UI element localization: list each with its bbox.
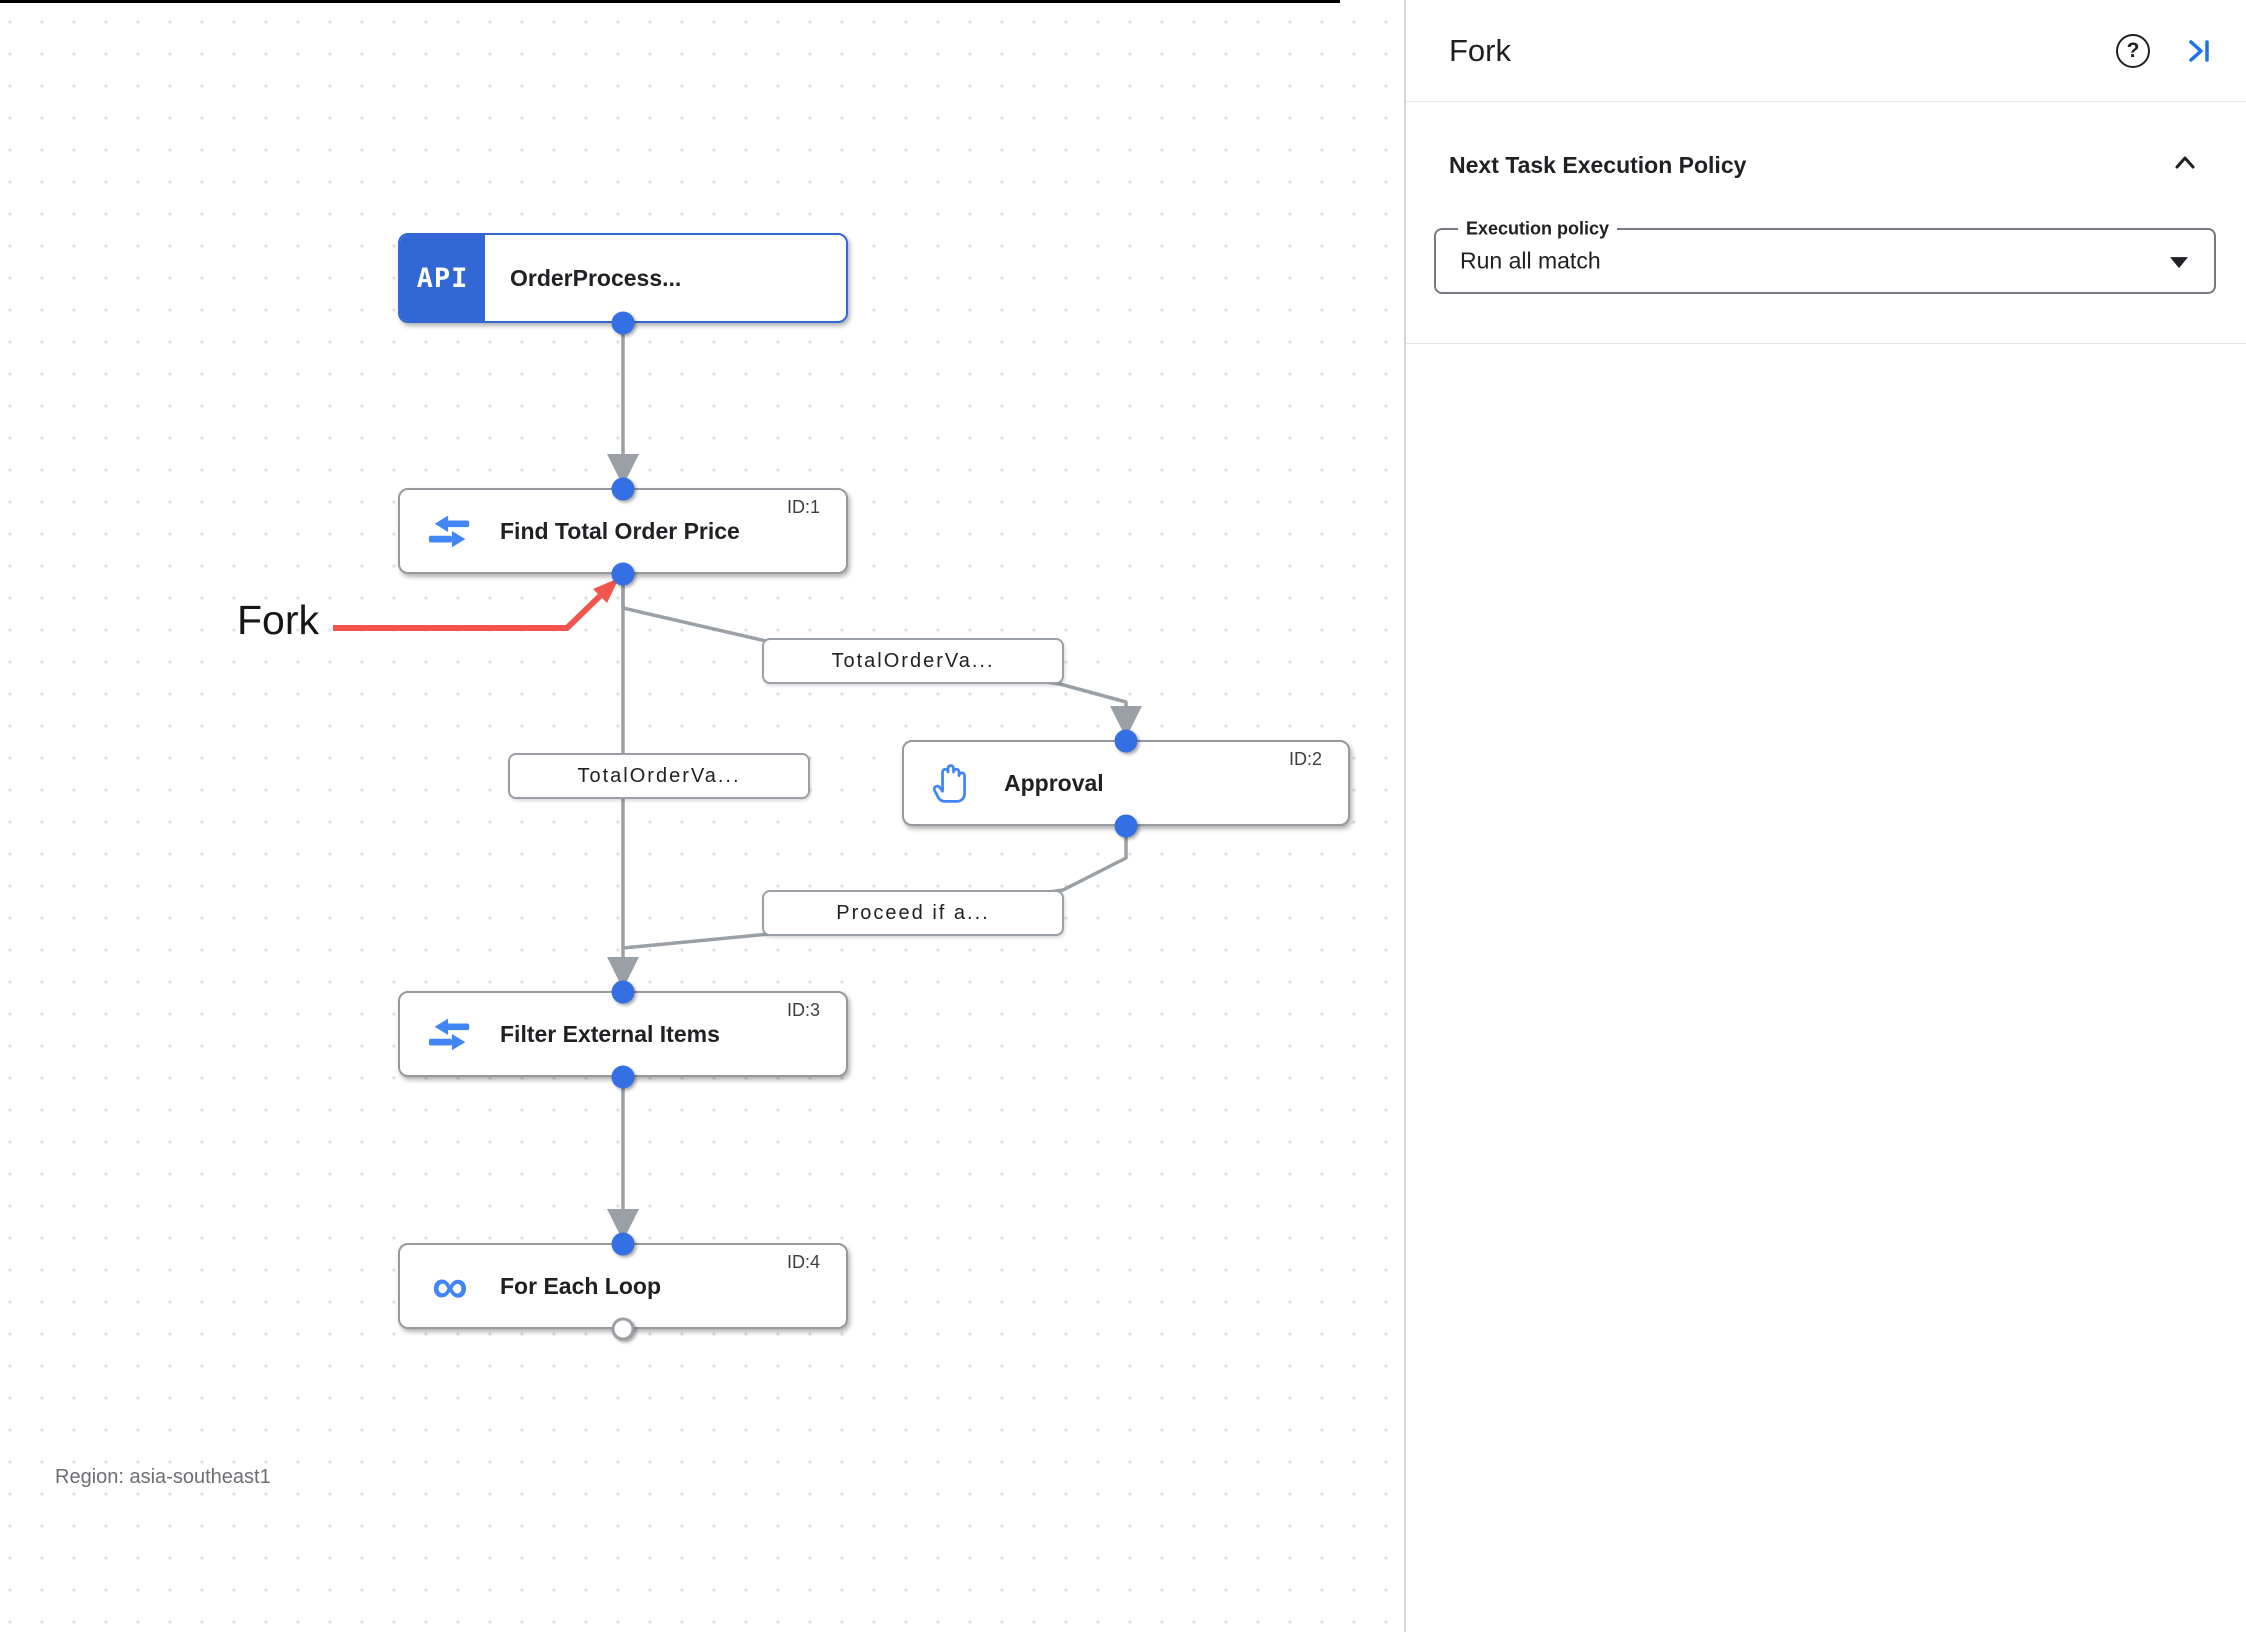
dropdown-caret-icon — [2170, 257, 2188, 269]
fork-annotation-arrowhead — [593, 578, 619, 603]
node-id-badge: ID:2 — [1288, 749, 1322, 769]
workflow-canvas[interactable]: API OrderProcess... Find Total Order Pri… — [0, 0, 1404, 1632]
connection-point[interactable] — [1114, 729, 1138, 753]
connection-point[interactable] — [611, 980, 635, 1004]
help-icon[interactable]: ? — [2116, 33, 2150, 68]
connection-point[interactable] — [611, 477, 635, 501]
node-approval[interactable]: Approval ID:2 — [902, 740, 1350, 826]
approval-hand-icon — [930, 759, 978, 807]
connection-point[interactable] — [1114, 814, 1138, 838]
panel-header: Fork ? — [1406, 0, 2246, 102]
data-mapping-icon — [426, 507, 474, 555]
node-for-each-loop[interactable]: ∞ For Each Loop ID:4 — [398, 1243, 848, 1329]
arrowhead — [607, 957, 639, 989]
node-find-total-order-price[interactable]: Find Total Order Price ID:1 — [398, 488, 848, 574]
node-title: For Each Loop — [500, 1272, 661, 1299]
execution-policy-label: Execution policy — [1458, 218, 1618, 240]
canvas-top-border — [0, 0, 1340, 3]
section-heading: Next Task Execution Policy — [1449, 152, 1747, 178]
panel-title: Fork — [1449, 32, 1511, 68]
node-title: Approval — [1004, 769, 1104, 796]
arrowhead — [607, 1209, 639, 1241]
next-task-execution-policy-section: Next Task Execution Policy Execution pol… — [1406, 102, 2246, 344]
data-mapping-icon — [426, 1010, 474, 1058]
execution-policy-value: Run all match — [1460, 247, 1601, 274]
node-filter-external-items[interactable]: Filter External Items ID:3 — [398, 991, 848, 1077]
execution-policy-select[interactable]: Execution policy Run all match — [1434, 218, 2216, 294]
node-order-process-trigger[interactable]: API OrderProcess... — [398, 233, 848, 323]
edge-condition-label[interactable]: TotalOrderVa... — [762, 638, 1064, 684]
node-title: Find Total Order Price — [500, 517, 740, 544]
node-title: OrderProcess... — [510, 264, 682, 291]
arrowhead — [607, 454, 639, 486]
loop-icon: ∞ — [426, 1258, 474, 1314]
config-panel: Fork ? Next Task Execution Policy Execut… — [1404, 0, 2246, 1632]
fork-annotation-label: Fork — [237, 597, 319, 643]
api-trigger-badge: API — [400, 235, 485, 321]
node-id-badge: ID:1 — [786, 497, 820, 517]
connection-point[interactable] — [611, 311, 635, 335]
edges-layer — [333, 323, 1142, 1241]
connection-point[interactable] — [611, 1232, 635, 1256]
node-id-badge: ID:4 — [786, 1252, 820, 1272]
edge-condition-label[interactable]: TotalOrderVa... — [508, 753, 810, 799]
node-title: Filter External Items — [500, 1020, 720, 1047]
chevron-up-icon[interactable] — [2170, 148, 2200, 178]
fork-annotation-arrow — [333, 593, 603, 631]
arrowhead — [1110, 706, 1142, 738]
region-label: Region: asia-southeast1 — [55, 1466, 271, 1488]
connection-point-empty[interactable] — [611, 1317, 635, 1341]
collapse-panel-icon[interactable] — [2182, 35, 2214, 67]
edge-condition-label[interactable]: Proceed if a... — [762, 890, 1064, 936]
infinity-glyph: ∞ — [432, 1258, 468, 1314]
help-glyph: ? — [2126, 38, 2140, 62]
connection-point[interactable] — [611, 1065, 635, 1089]
node-id-badge: ID:3 — [786, 1000, 820, 1020]
edge-approval-to-task3 — [622, 826, 1128, 950]
connection-point-fork[interactable] — [611, 562, 635, 586]
